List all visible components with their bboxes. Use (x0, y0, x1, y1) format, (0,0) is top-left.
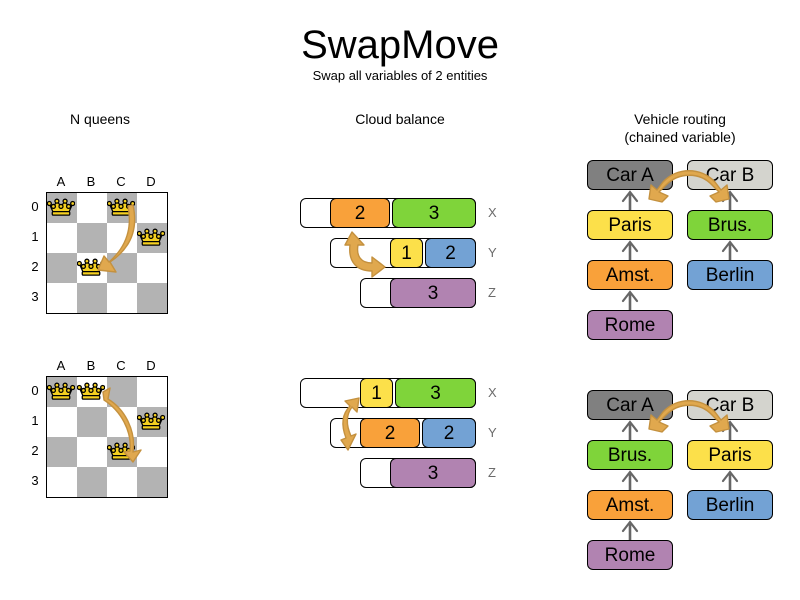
board-cell-B3[interactable] (77, 467, 107, 497)
cloud-row-label-x: X (488, 205, 497, 220)
page-title: SwapMove (301, 23, 499, 67)
board-cell-A3[interactable] (47, 283, 77, 313)
board-rank-label-1: 1 (31, 413, 39, 428)
board-rank-label-3: 3 (31, 289, 39, 304)
board-file-label-a: A (56, 358, 66, 373)
board-cell-B1[interactable] (77, 407, 107, 437)
cloud-block-y-process-2-blue[interactable]: 2 (425, 238, 476, 268)
cloud-block-x-process-2-orange[interactable]: 2 (330, 198, 390, 228)
board-cell-A3[interactable] (47, 467, 77, 497)
vrp-node-car-a[interactable]: Car A (587, 390, 673, 420)
vrp-node-car-a[interactable]: Car A (587, 160, 673, 190)
board-cell-A1[interactable] (47, 223, 77, 253)
board-rank-label-0: 0 (31, 383, 39, 398)
vrp-node-rome[interactable]: Rome (587, 310, 673, 340)
board-cell-C3[interactable] (107, 283, 137, 313)
vrp-node-brus[interactable]: Brus. (687, 210, 773, 240)
board-cell-D3[interactable] (137, 283, 167, 313)
cloud-block-y-process-2-blue[interactable]: 2 (422, 418, 476, 448)
cloud-block-x-process-1-yellow[interactable]: 1 (360, 378, 393, 408)
board-cell-A2[interactable] (47, 437, 77, 467)
cloud-row-label-z: Z (488, 285, 496, 300)
board-rank-label-3: 3 (31, 473, 39, 488)
cloud-block-y-process-1-yellow[interactable]: 1 (390, 238, 423, 268)
section-heading-vrp: Vehicle routing (chained variable) (580, 110, 780, 146)
vrp-node-paris[interactable]: Paris (587, 210, 673, 240)
board-file-label-d: D (146, 174, 156, 189)
vrp-node-amst[interactable]: Amst. (587, 260, 673, 290)
board-file-label-c: C (116, 358, 126, 373)
board-file-label-b: B (86, 358, 96, 373)
board-rank-label-1: 1 (31, 229, 39, 244)
cloud-block-x-process-3-green[interactable]: 3 (395, 378, 476, 408)
vrp-node-berlin[interactable]: Berlin (687, 260, 773, 290)
board-cell-A1[interactable] (47, 407, 77, 437)
board-cell-B2[interactable] (77, 437, 107, 467)
vrp-node-amst[interactable]: Amst. (587, 490, 673, 520)
board-cell-B3[interactable] (77, 283, 107, 313)
cloud-block-x-process-3-green[interactable]: 3 (392, 198, 476, 228)
board-rank-label-2: 2 (31, 259, 39, 274)
page-subtitle: Swap all variables of 2 entities (312, 68, 488, 83)
board-cell-A2[interactable] (47, 253, 77, 283)
vrp-node-rome[interactable]: Rome (587, 540, 673, 570)
vrp-node-car-b[interactable]: Car B (687, 390, 773, 420)
board-file-label-a: A (56, 174, 66, 189)
board-cell-D3[interactable] (137, 467, 167, 497)
cloud-row-label-x: X (488, 385, 497, 400)
board-cell-D0[interactable] (137, 377, 167, 407)
vrp-node-car-b[interactable]: Car B (687, 160, 773, 190)
board-file-label-d: D (146, 358, 156, 373)
section-heading-nqueens: N queens (70, 111, 130, 127)
vrp-node-paris[interactable]: Paris (687, 440, 773, 470)
cloud-row-label-y: Y (488, 245, 497, 260)
vrp-node-brus[interactable]: Brus. (587, 440, 673, 470)
section-heading-cloud: Cloud balance (355, 111, 445, 127)
cloud-block-z-process-3-purple[interactable]: 3 (390, 458, 476, 488)
cloud-block-y-process-2-orange[interactable]: 2 (360, 418, 420, 448)
board-cell-D2[interactable] (137, 253, 167, 283)
board-rank-label-2: 2 (31, 443, 39, 458)
vrp-node-berlin[interactable]: Berlin (687, 490, 773, 520)
board-cell-D0[interactable] (137, 193, 167, 223)
cloud-row-label-y: Y (488, 425, 497, 440)
board-cell-C3[interactable] (107, 467, 137, 497)
section-heading-vrp-line2: (chained variable) (624, 129, 736, 145)
board-rank-label-0: 0 (31, 199, 39, 214)
board-file-label-c: C (116, 174, 126, 189)
cloud-row-label-z: Z (488, 465, 496, 480)
board-cell-D2[interactable] (137, 437, 167, 467)
board-file-label-b: B (86, 174, 96, 189)
vrp-chain-arrow (621, 520, 639, 540)
cloud-block-z-process-3-purple[interactable]: 3 (390, 278, 476, 308)
section-heading-vrp-line1: Vehicle routing (634, 111, 726, 127)
